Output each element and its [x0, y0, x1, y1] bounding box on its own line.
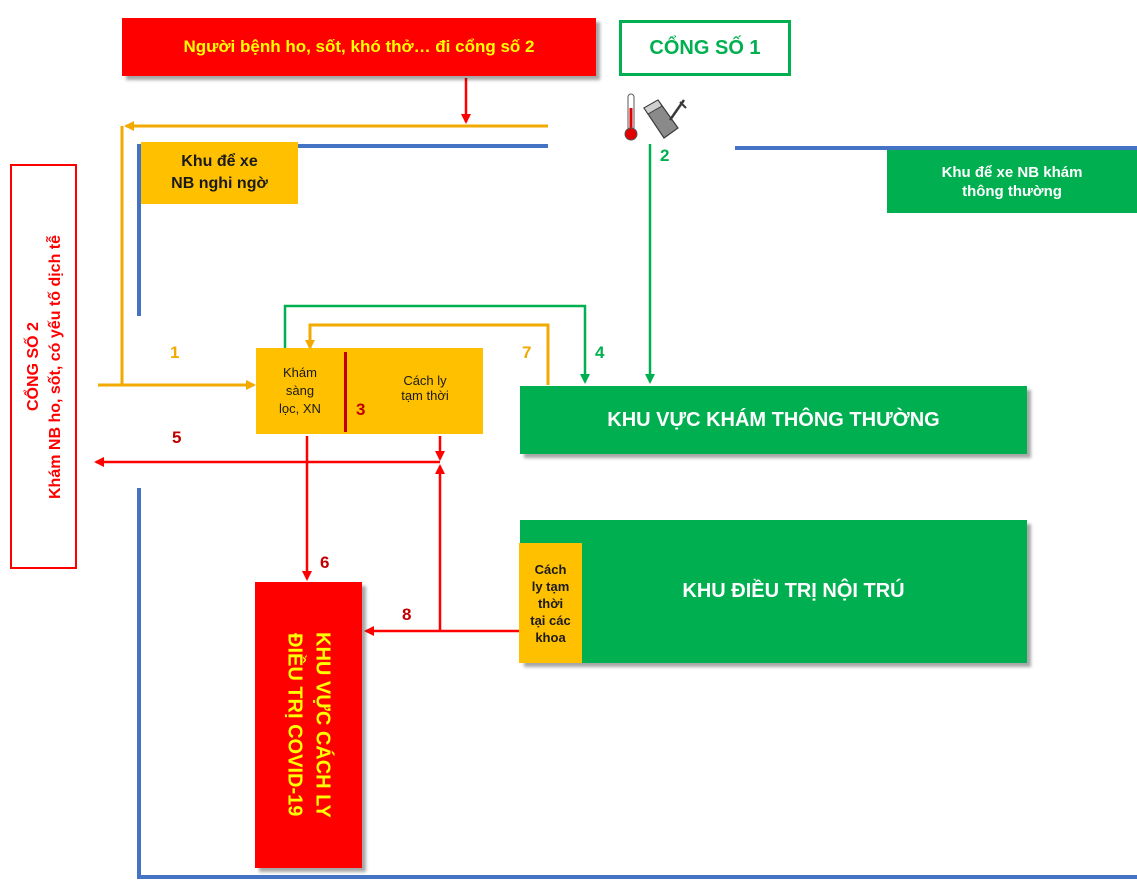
gate-2-label: CỔNG SỐ 2 Khám NB ho, sốt, có yếu tố dịc… — [10, 164, 77, 569]
disinfectant-spray-icon — [640, 94, 688, 142]
parking-suspected: Khu để xe NB nghi ngờ — [141, 142, 298, 204]
covid-area-line1: KHU VỰC CÁCH LY — [311, 632, 334, 818]
parking-normal-line1: Khu để xe NB khám — [941, 163, 1083, 181]
general-exam-text: KHU VỰC KHÁM THÔNG THƯỜNG — [607, 408, 940, 431]
temp-isolation-line1: Cách ly — [403, 373, 447, 388]
parking-suspected-line2: NB nghi ngờ — [171, 175, 268, 192]
inpatient-text: KHU ĐIỀU TRỊ NỘI TRÚ — [682, 580, 905, 602]
general-exam-area: KHU VỰC KHÁM THÔNG THƯỜNG — [520, 386, 1027, 454]
screening-line3: lọc, XN — [279, 401, 321, 416]
ward-isolation-line2: ly tạm — [531, 578, 570, 594]
gate-1-text: CỔNG SỐ 1 — [649, 36, 761, 59]
gate-2-title: CỔNG SỐ 2 — [25, 322, 42, 411]
building-walls — [137, 144, 1137, 879]
ward-isolation-line1: Cách — [534, 561, 567, 577]
ward-isolation-line4: tại các — [530, 612, 571, 628]
top-banner-text: Người bệnh ho, sốt, khó thở… đi cổng số … — [183, 37, 535, 56]
route-4-green — [283, 304, 590, 384]
route-7-orange — [305, 323, 550, 385]
parking-normal-line2: thông thường — [962, 182, 1062, 200]
screening-line2: sàng — [285, 383, 315, 398]
covid-area-line2: ĐIỀU TRỊ COVID-19 — [283, 633, 306, 817]
inpatient-area: KHU ĐIỀU TRỊ NỘI TRÚ — [520, 520, 1027, 663]
screening-divider — [344, 352, 347, 432]
covid-area: KHU VỰC CÁCH LY ĐIỀU TRỊ COVID-19 — [255, 582, 362, 868]
temp-isolation-box: Cách ly tạm thời — [380, 368, 470, 408]
gate-2-subtitle: Khám NB ho, sốt, có yếu tố dịch tễ — [47, 234, 64, 499]
top-banner: Người bệnh ho, sốt, khó thở… đi cổng số … — [122, 18, 596, 76]
ward-isolation-line3: thời — [537, 595, 564, 611]
screening-line1: Khám — [283, 365, 317, 380]
step-7: 7 — [522, 343, 532, 362]
step-8: 8 — [402, 605, 412, 624]
screening-box: Khám sàng lọc, XN — [256, 348, 344, 434]
thermometer-icon — [624, 92, 638, 142]
covid-area-text: KHU VỰC CÁCH LY ĐIỀU TRỊ COVID-19 — [255, 582, 362, 868]
step-2: 2 — [660, 146, 670, 165]
gate-1-label: CỔNG SỐ 1 — [619, 20, 791, 76]
screening-block: Khám sàng lọc, XN Cách ly tạm thời — [256, 348, 483, 434]
route-1-orange — [98, 121, 548, 390]
parking-normal: Khu để xe NB khám thông thường — [887, 150, 1137, 213]
wall-lower — [137, 488, 1137, 879]
temp-isolation-line2: tạm thời — [401, 388, 449, 403]
step-1: 1 — [170, 343, 180, 362]
wall-upper-left — [137, 144, 548, 316]
parking-suspected-line1: Khu để xe — [181, 153, 258, 170]
ward-isolation-box: Cách ly tạm thời tại các khoa — [519, 543, 582, 663]
step-6: 6 — [320, 553, 330, 572]
ward-isolation-line5: khoa — [535, 629, 566, 645]
step-4: 4 — [595, 343, 605, 362]
step-3: 3 — [356, 400, 366, 419]
gate-2-text: CỔNG SỐ 2 Khám NB ho, sốt, có yếu tố dịc… — [19, 170, 71, 563]
step-5: 5 — [172, 428, 182, 447]
